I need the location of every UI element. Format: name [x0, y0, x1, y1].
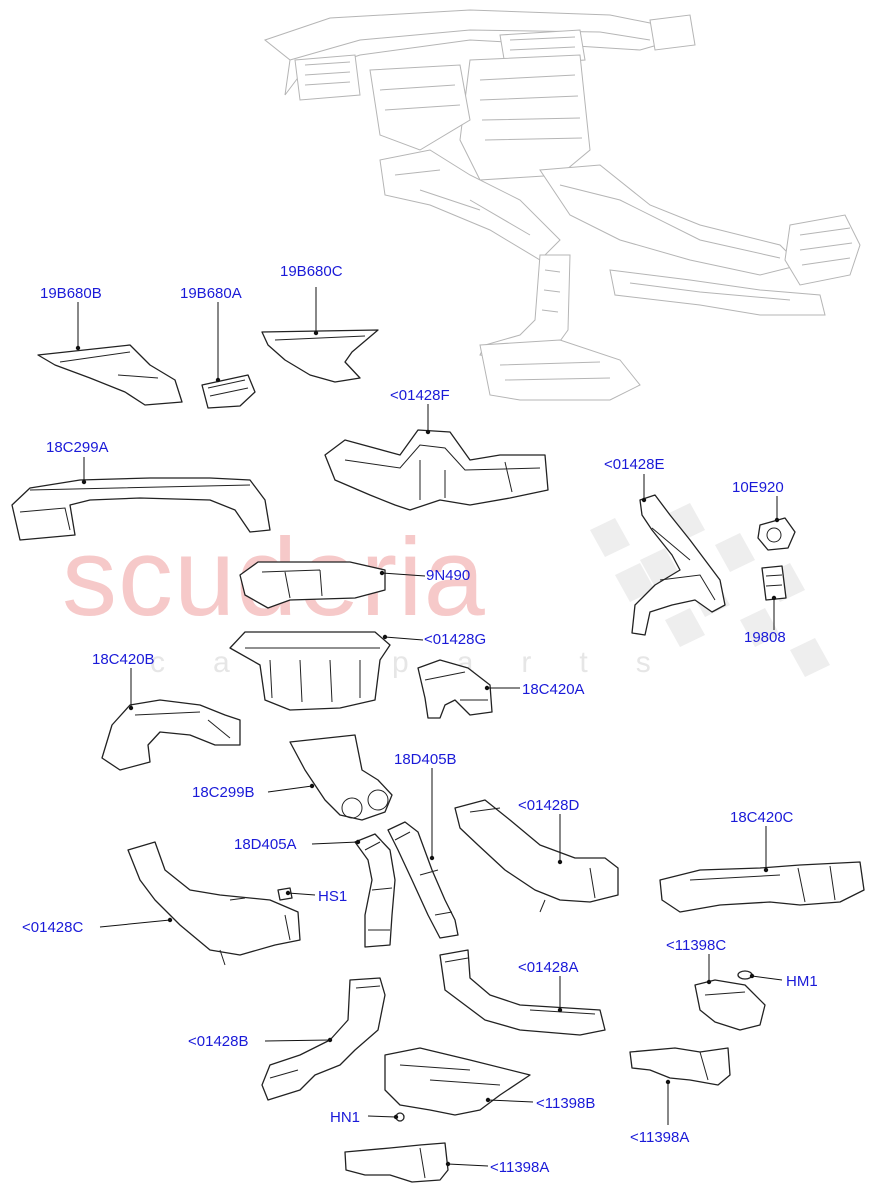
part-18C299B[interactable]	[289, 734, 393, 821]
main-duct-assembly-ghost	[263, 9, 861, 401]
label-9N490[interactable]: 9N490	[426, 567, 470, 584]
part-19B680B[interactable]	[37, 344, 183, 406]
part-19B680C[interactable]	[261, 329, 379, 383]
part-18C420C[interactable]	[659, 861, 865, 913]
label-19808[interactable]: 19808	[744, 629, 786, 646]
part-01428C[interactable]	[127, 841, 301, 966]
label-19B680A[interactable]: 19B680A	[180, 285, 242, 302]
label-18C420C[interactable]: 18C420C	[730, 809, 794, 826]
label-11398A-bottom[interactable]: <11398A	[490, 1159, 549, 1176]
part-HM1[interactable]	[737, 970, 753, 980]
part-11398C[interactable]	[694, 979, 766, 1031]
part-01428A[interactable]	[439, 949, 606, 1036]
part-18C299A[interactable]	[11, 477, 271, 541]
watermark: scuderia car parts	[62, 503, 830, 679]
label-01428B[interactable]: <01428B	[188, 1033, 248, 1050]
label-19B680B[interactable]: 19B680B	[40, 285, 102, 302]
part-10E920[interactable]	[757, 517, 796, 551]
label-10E920[interactable]: 10E920	[732, 479, 784, 496]
part-11398A-bottom[interactable]	[344, 1142, 449, 1183]
label-01428D[interactable]: <01428D	[518, 797, 579, 814]
leader-lines	[75, 287, 783, 1167]
part-11398A-right[interactable]	[629, 1047, 731, 1086]
part-19808[interactable]	[761, 565, 787, 601]
part-9N490[interactable]	[239, 561, 386, 609]
label-11398B[interactable]: <11398B	[536, 1095, 595, 1112]
part-18C420A[interactable]	[417, 659, 493, 719]
label-18C299B[interactable]: 18C299B	[192, 784, 255, 801]
part-18D405A[interactable]	[354, 833, 396, 948]
label-01428C[interactable]: <01428C	[22, 919, 83, 936]
part-18D405B[interactable]	[387, 821, 459, 939]
part-01428G[interactable]	[229, 631, 391, 711]
label-18C299A[interactable]: 18C299A	[46, 439, 109, 456]
part-19B680A[interactable]	[201, 374, 256, 409]
label-01428F[interactable]: <01428F	[390, 387, 450, 404]
part-11398B[interactable]	[384, 1047, 531, 1116]
label-HN1[interactable]: HN1	[330, 1109, 360, 1126]
label-HM1[interactable]: HM1	[786, 973, 818, 990]
part-01428F[interactable]	[324, 429, 549, 511]
label-18D405B[interactable]: 18D405B	[394, 751, 457, 768]
label-18D405A[interactable]: 18D405A	[234, 836, 297, 853]
part-01428B[interactable]	[261, 977, 386, 1101]
label-18C420B[interactable]: 18C420B	[92, 651, 155, 668]
label-01428G[interactable]: <01428G	[424, 631, 486, 648]
watermark-sub: car parts	[150, 646, 699, 679]
part-01428D[interactable]	[454, 799, 619, 913]
part-labels: 19B680B 19B680A 19B680C <01428F 18C299A …	[22, 263, 818, 1176]
part-01428E[interactable]	[631, 494, 726, 636]
label-19B680C[interactable]: 19B680C	[280, 263, 343, 280]
label-01428A[interactable]: <01428A	[518, 959, 578, 976]
label-HS1[interactable]: HS1	[318, 888, 347, 905]
label-18C420A[interactable]: 18C420A	[522, 681, 585, 698]
part-18C420B[interactable]	[101, 699, 241, 771]
label-11398C[interactable]: <11398C	[666, 937, 726, 954]
label-11398A-right[interactable]: <11398A	[630, 1129, 689, 1146]
label-01428E[interactable]: <01428E	[604, 456, 664, 473]
